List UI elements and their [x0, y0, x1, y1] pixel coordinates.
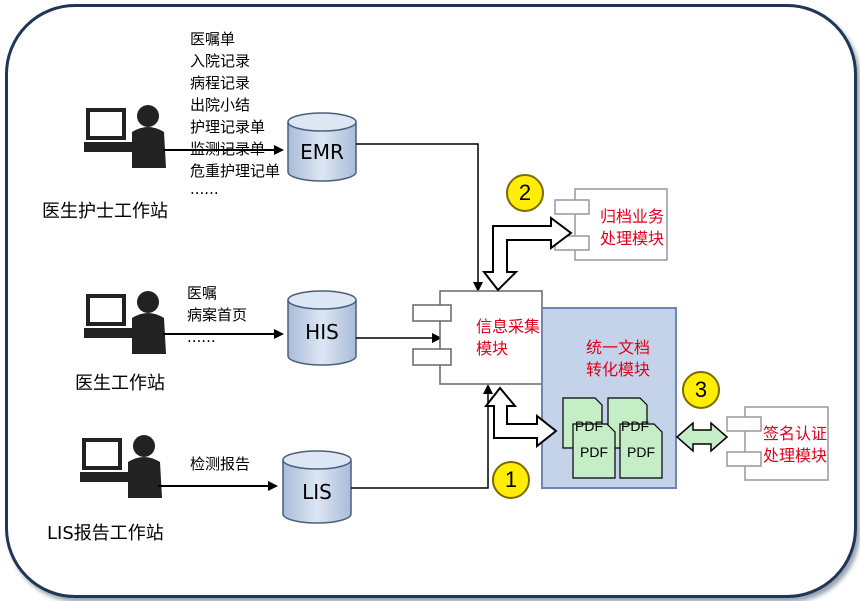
- arrow-lis-collect: [351, 384, 493, 489]
- collect-module-line: 模块: [476, 339, 509, 358]
- archive-module-box: [554, 188, 668, 261]
- signature-module-label: 签名认证 处理模块: [763, 423, 827, 467]
- archive-module-line: 归档业务: [600, 207, 665, 226]
- document-item: ......: [190, 180, 219, 198]
- collect-module-line: 信息采集: [476, 317, 541, 336]
- document-item: 病程记录: [190, 74, 251, 92]
- pdf-documents-stack: [562, 397, 663, 479]
- archive-module-line: 处理模块: [600, 229, 665, 248]
- workstation-label-lis: LIS报告工作站: [47, 523, 164, 544]
- workstation-label-doctor: 医生工作站: [75, 373, 165, 394]
- pdf-label: PDF: [621, 418, 649, 434]
- document-item: 危重护理记单: [190, 162, 281, 180]
- workstation-icon-doctor: [84, 291, 166, 354]
- collect-module-label: 信息采集 模块: [476, 316, 540, 360]
- arrow-emr-collect: [356, 143, 483, 292]
- database-emr: [287, 112, 357, 182]
- step-badge-2: 2: [506, 174, 544, 212]
- document-item: 护理记录单: [190, 118, 266, 136]
- document-item: 病案首页: [187, 306, 248, 324]
- database-his: [287, 290, 357, 366]
- pdf-label: PDF: [580, 444, 608, 460]
- arrow-collect-archive: [481, 216, 573, 292]
- his-document-list: 医嘱 病案首页 ......: [187, 284, 247, 346]
- signature-module-box: [726, 406, 829, 481]
- emr-document-list: 医嘱单 入院记录 病程记录 出院小结 护理记录单 监测记录单 危重护理记单 ..…: [190, 30, 280, 198]
- document-item: 监测记录单: [190, 140, 266, 158]
- pdf-label: PDF: [575, 418, 603, 434]
- arrow-convert-signature: [675, 421, 729, 453]
- document-item: 入院记录: [190, 52, 251, 70]
- database-label-his: HIS: [305, 320, 339, 344]
- convert-module-label: 统一文档 转化模块: [576, 337, 660, 381]
- document-item: 医嘱单: [190, 30, 236, 48]
- document-item: 出院小结: [190, 96, 251, 114]
- workstation-icon-lis: [80, 435, 162, 498]
- document-item: 检测报告: [190, 455, 251, 473]
- step-badge-1: 1: [492, 461, 530, 499]
- document-item: 医嘱: [187, 284, 218, 302]
- database-label-lis: LIS: [302, 480, 332, 504]
- step-badge-3: 3: [682, 371, 720, 409]
- convert-module-line: 统一文档: [585, 338, 650, 357]
- database-lis: [282, 450, 352, 524]
- signature-module-line: 签名认证: [763, 424, 828, 443]
- pdf-label: PDF: [627, 444, 655, 460]
- database-label-emr: EMR: [300, 140, 344, 164]
- document-item: ......: [187, 328, 216, 346]
- workstation-label-doctor-nurse: 医生护士工作站: [42, 201, 168, 222]
- archive-module-label: 归档业务 处理模块: [600, 206, 664, 250]
- signature-module-line: 处理模块: [763, 446, 828, 465]
- convert-module-line: 转化模块: [585, 360, 650, 379]
- arrow-collect-convert: [483, 386, 558, 449]
- workstation-icon-doctor-nurse: [84, 105, 166, 168]
